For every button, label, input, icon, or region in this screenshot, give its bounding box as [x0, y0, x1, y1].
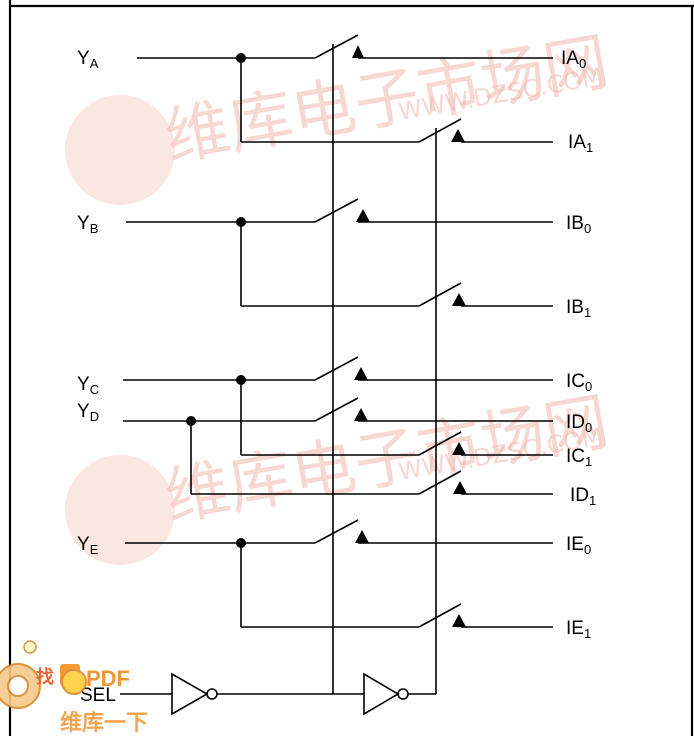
channel-ya	[137, 34, 553, 143]
output-labels: IA0 IA1 IB0 IB1 IC0 ID0 IC1 ID1 IE0 IE1	[561, 48, 596, 641]
diagram-frame	[8, 0, 694, 736]
label-sel: SEL	[80, 685, 116, 706]
sel-logic	[120, 672, 436, 716]
switch-arrow-e0	[355, 530, 369, 543]
watermark: 维库电子市场网 WWW.DZSC.COM 维库电子市场网 WWW.DZSC.CO…	[65, 25, 614, 565]
switch-arrow-c0	[354, 367, 368, 380]
badge-text-3: 维库一下	[60, 710, 148, 736]
pdf-search-badge: 找 PDF 维库一下	[0, 640, 148, 736]
channel-yd	[123, 397, 553, 495]
label-e1: IE1	[566, 618, 591, 641]
label-yb: YB	[77, 213, 98, 236]
switch-arrow-e1	[452, 614, 466, 627]
label-a1: IA1	[568, 132, 593, 155]
watermark-text-bottom: 维库电子市场网	[160, 385, 614, 536]
inverter-1	[171, 672, 209, 716]
watermark-text-top: 维库电子市场网	[160, 25, 614, 176]
badge-text-1: 找	[36, 666, 54, 688]
label-b1: IB1	[566, 297, 591, 320]
channel-ye	[125, 519, 553, 628]
channel-yc	[123, 356, 553, 456]
switch-arrow-b0	[356, 209, 370, 222]
switch-arrow-a0	[352, 45, 364, 58]
switch-arrow-a1	[451, 129, 465, 142]
inverter-2	[363, 672, 400, 716]
badge-text-2: PDF	[86, 666, 130, 691]
channel-yb	[126, 198, 553, 307]
label-yc: YC	[77, 374, 99, 397]
label-ye: YE	[77, 534, 99, 557]
label-c0: IC0	[566, 371, 592, 394]
label-e0: IE0	[566, 534, 591, 557]
switch-arrow-d0	[354, 408, 368, 421]
label-d1: ID1	[570, 485, 596, 508]
switch-arrow-b1	[452, 293, 466, 306]
label-ya: YA	[77, 48, 99, 71]
label-b0: IB0	[566, 213, 591, 236]
switch-arrow-d1	[453, 481, 467, 494]
label-yd: YD	[77, 401, 99, 424]
switch-arrow-c1	[452, 442, 466, 455]
